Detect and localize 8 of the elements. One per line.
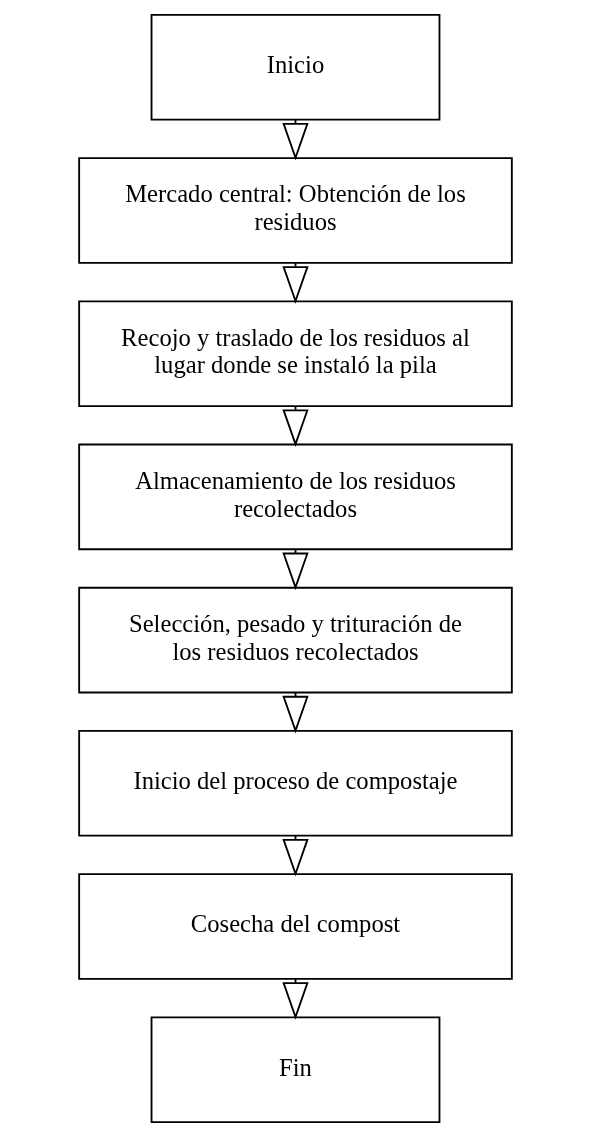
node-box: Mercado central: Obtención de los residuos <box>77 157 513 264</box>
node-box: Selección, pesado y trituración de los residuos recolectados <box>77 586 513 694</box>
node-box: Fin <box>150 1016 440 1123</box>
node-box: Almacenamiento de los residuos recolectados <box>77 443 513 551</box>
node-box: Inicio del proceso de compostaje <box>77 730 513 837</box>
node-box: Cosecha del compost <box>77 873 513 980</box>
node-box: Recojo y traslado de los residuos al lugar donde se instaló la pila <box>77 300 513 407</box>
node-box: Inicio <box>150 14 440 121</box>
